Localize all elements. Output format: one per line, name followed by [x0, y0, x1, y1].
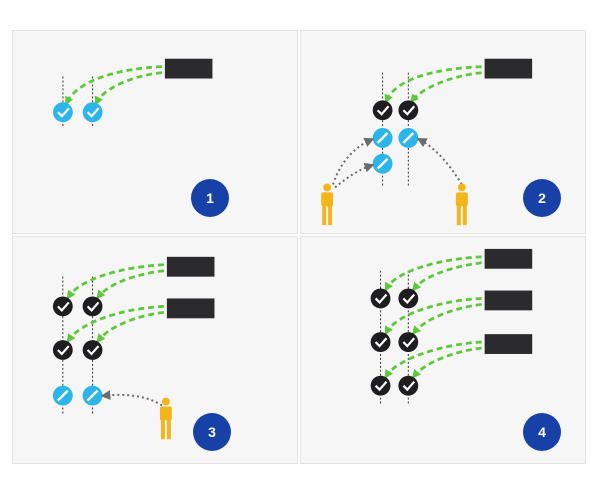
checkmark-icon	[398, 332, 419, 352]
sync-arrow	[411, 346, 482, 379]
step-number-badge: 1	[191, 179, 229, 217]
checkmark-icon	[82, 340, 103, 360]
sync-arrow	[94, 71, 163, 106]
edit-arrow	[100, 390, 163, 407]
panel-step-2: 2	[300, 30, 586, 234]
step-number-badge: 2	[523, 179, 561, 217]
checkmark-icon	[52, 296, 73, 317]
diagram-step-1	[53, 58, 213, 129]
checkmark-icon	[370, 375, 391, 396]
pencil-icon	[372, 153, 393, 174]
checkmark-icon	[370, 332, 391, 352]
sync-arrow	[384, 340, 482, 379]
pencil-icon	[82, 385, 103, 406]
sync-arrow	[384, 65, 482, 104]
sync-arrow	[96, 310, 165, 343]
person-icon	[455, 183, 468, 226]
checkmark-icon	[52, 340, 73, 360]
pencil-icon	[52, 385, 73, 406]
checkmark-icon	[398, 288, 419, 309]
panel-step-3: 3	[12, 236, 298, 464]
block-icon	[484, 248, 533, 269]
sync-arrow	[411, 303, 482, 335]
checkmark-icon	[398, 375, 419, 396]
edit-arrow	[334, 162, 375, 189]
checkmark-icon	[82, 102, 103, 123]
block-icon	[484, 334, 533, 354]
sync-arrow	[65, 65, 162, 106]
checkmark-icon	[370, 288, 391, 309]
step-number-badge: 3	[193, 413, 231, 451]
block-icon	[484, 58, 533, 79]
block-icon	[166, 298, 215, 319]
sync-arrow	[410, 71, 482, 104]
checkmark-icon	[82, 296, 103, 317]
block-icon	[484, 290, 533, 311]
edit-arrow	[416, 138, 463, 185]
checkmark-icon	[53, 102, 73, 123]
panel-step-4: 4	[300, 236, 586, 464]
person-icon	[159, 397, 172, 440]
diagram-step-3	[52, 256, 215, 440]
pencil-icon	[372, 128, 393, 148]
diagram-step-2	[321, 58, 533, 226]
sync-arrow	[411, 261, 482, 292]
checkmark-icon	[372, 100, 393, 121]
sync-arrow	[384, 297, 482, 336]
diagram-step-4	[370, 248, 533, 404]
edit-arrow	[332, 137, 375, 185]
sync-arrow	[66, 304, 164, 344]
block-icon	[164, 58, 213, 79]
sync-arrow	[66, 263, 164, 300]
sync-arrow	[384, 255, 482, 292]
sync-arrow	[96, 269, 165, 300]
checkmark-icon	[398, 100, 419, 121]
pencil-icon	[398, 128, 419, 148]
panel-step-1: 1	[12, 30, 298, 234]
person-icon	[321, 183, 334, 226]
step-number-badge: 4	[523, 413, 561, 451]
block-icon	[166, 256, 215, 277]
